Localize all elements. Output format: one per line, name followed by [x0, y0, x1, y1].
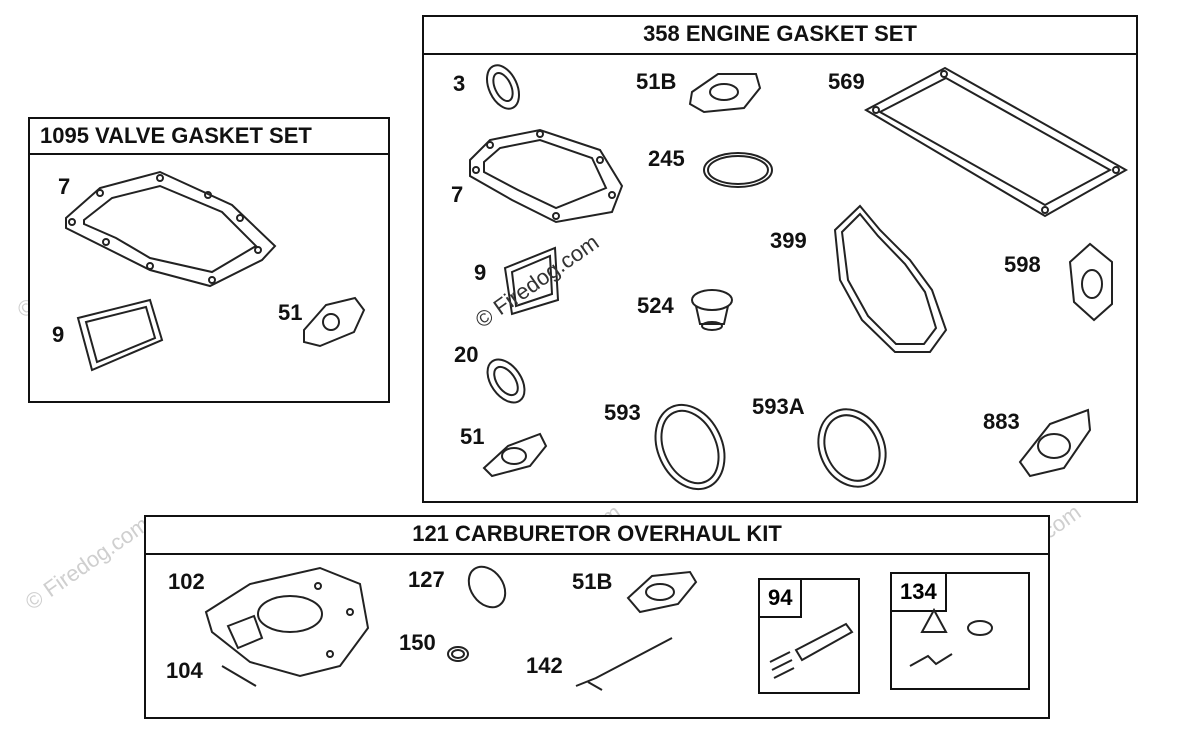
callout-carb-104: 104: [166, 658, 203, 683]
callout-engine-20: 20: [454, 342, 479, 367]
callout-carb-150: 150: [399, 630, 436, 655]
carburetor-overhaul-kit-title: 121 CARBURETOR OVERHAUL KIT: [146, 517, 1048, 555]
callout-engine-593a: 593A: [752, 394, 805, 419]
callout-carb-102: 102: [168, 569, 205, 594]
callout-engine-7: 7: [451, 182, 464, 207]
callout-engine-524: 524: [637, 293, 674, 318]
callout-engine-569: 569: [828, 69, 865, 94]
valve-gasket-set-title: 1095 VALVE GASKET SET: [30, 119, 388, 155]
watermark: © Firedog.com: [20, 511, 154, 615]
subkit-94-box: 94: [758, 578, 860, 694]
callout-valve-51: 51: [278, 300, 303, 325]
callout-engine-399: 399: [770, 228, 807, 253]
callout-engine-245: 245: [648, 146, 685, 171]
callout-carb-51b: 51B: [572, 569, 613, 594]
callout-valve-9: 9: [52, 322, 65, 347]
callout-carb-127: 127: [408, 567, 445, 592]
callout-engine-51: 51: [460, 424, 485, 449]
callout-valve-7: 7: [58, 174, 71, 199]
callout-engine-883: 883: [983, 409, 1020, 434]
subkit-134-title: 134: [892, 574, 947, 612]
subkit-134-box: 134: [890, 572, 1030, 690]
callout-engine-593: 593: [604, 400, 641, 425]
callout-engine-3: 3: [453, 71, 466, 96]
callout-carb-142: 142: [526, 653, 563, 678]
engine-gasket-set-title: 358 ENGINE GASKET SET: [424, 17, 1136, 55]
valve-gasket-set-box: 1095 VALVE GASKET SET: [28, 117, 390, 403]
subkit-94-title: 94: [760, 580, 803, 618]
callout-engine-9: 9: [474, 260, 487, 285]
callout-engine-51b: 51B: [636, 69, 677, 94]
callout-engine-598: 598: [1004, 252, 1041, 277]
